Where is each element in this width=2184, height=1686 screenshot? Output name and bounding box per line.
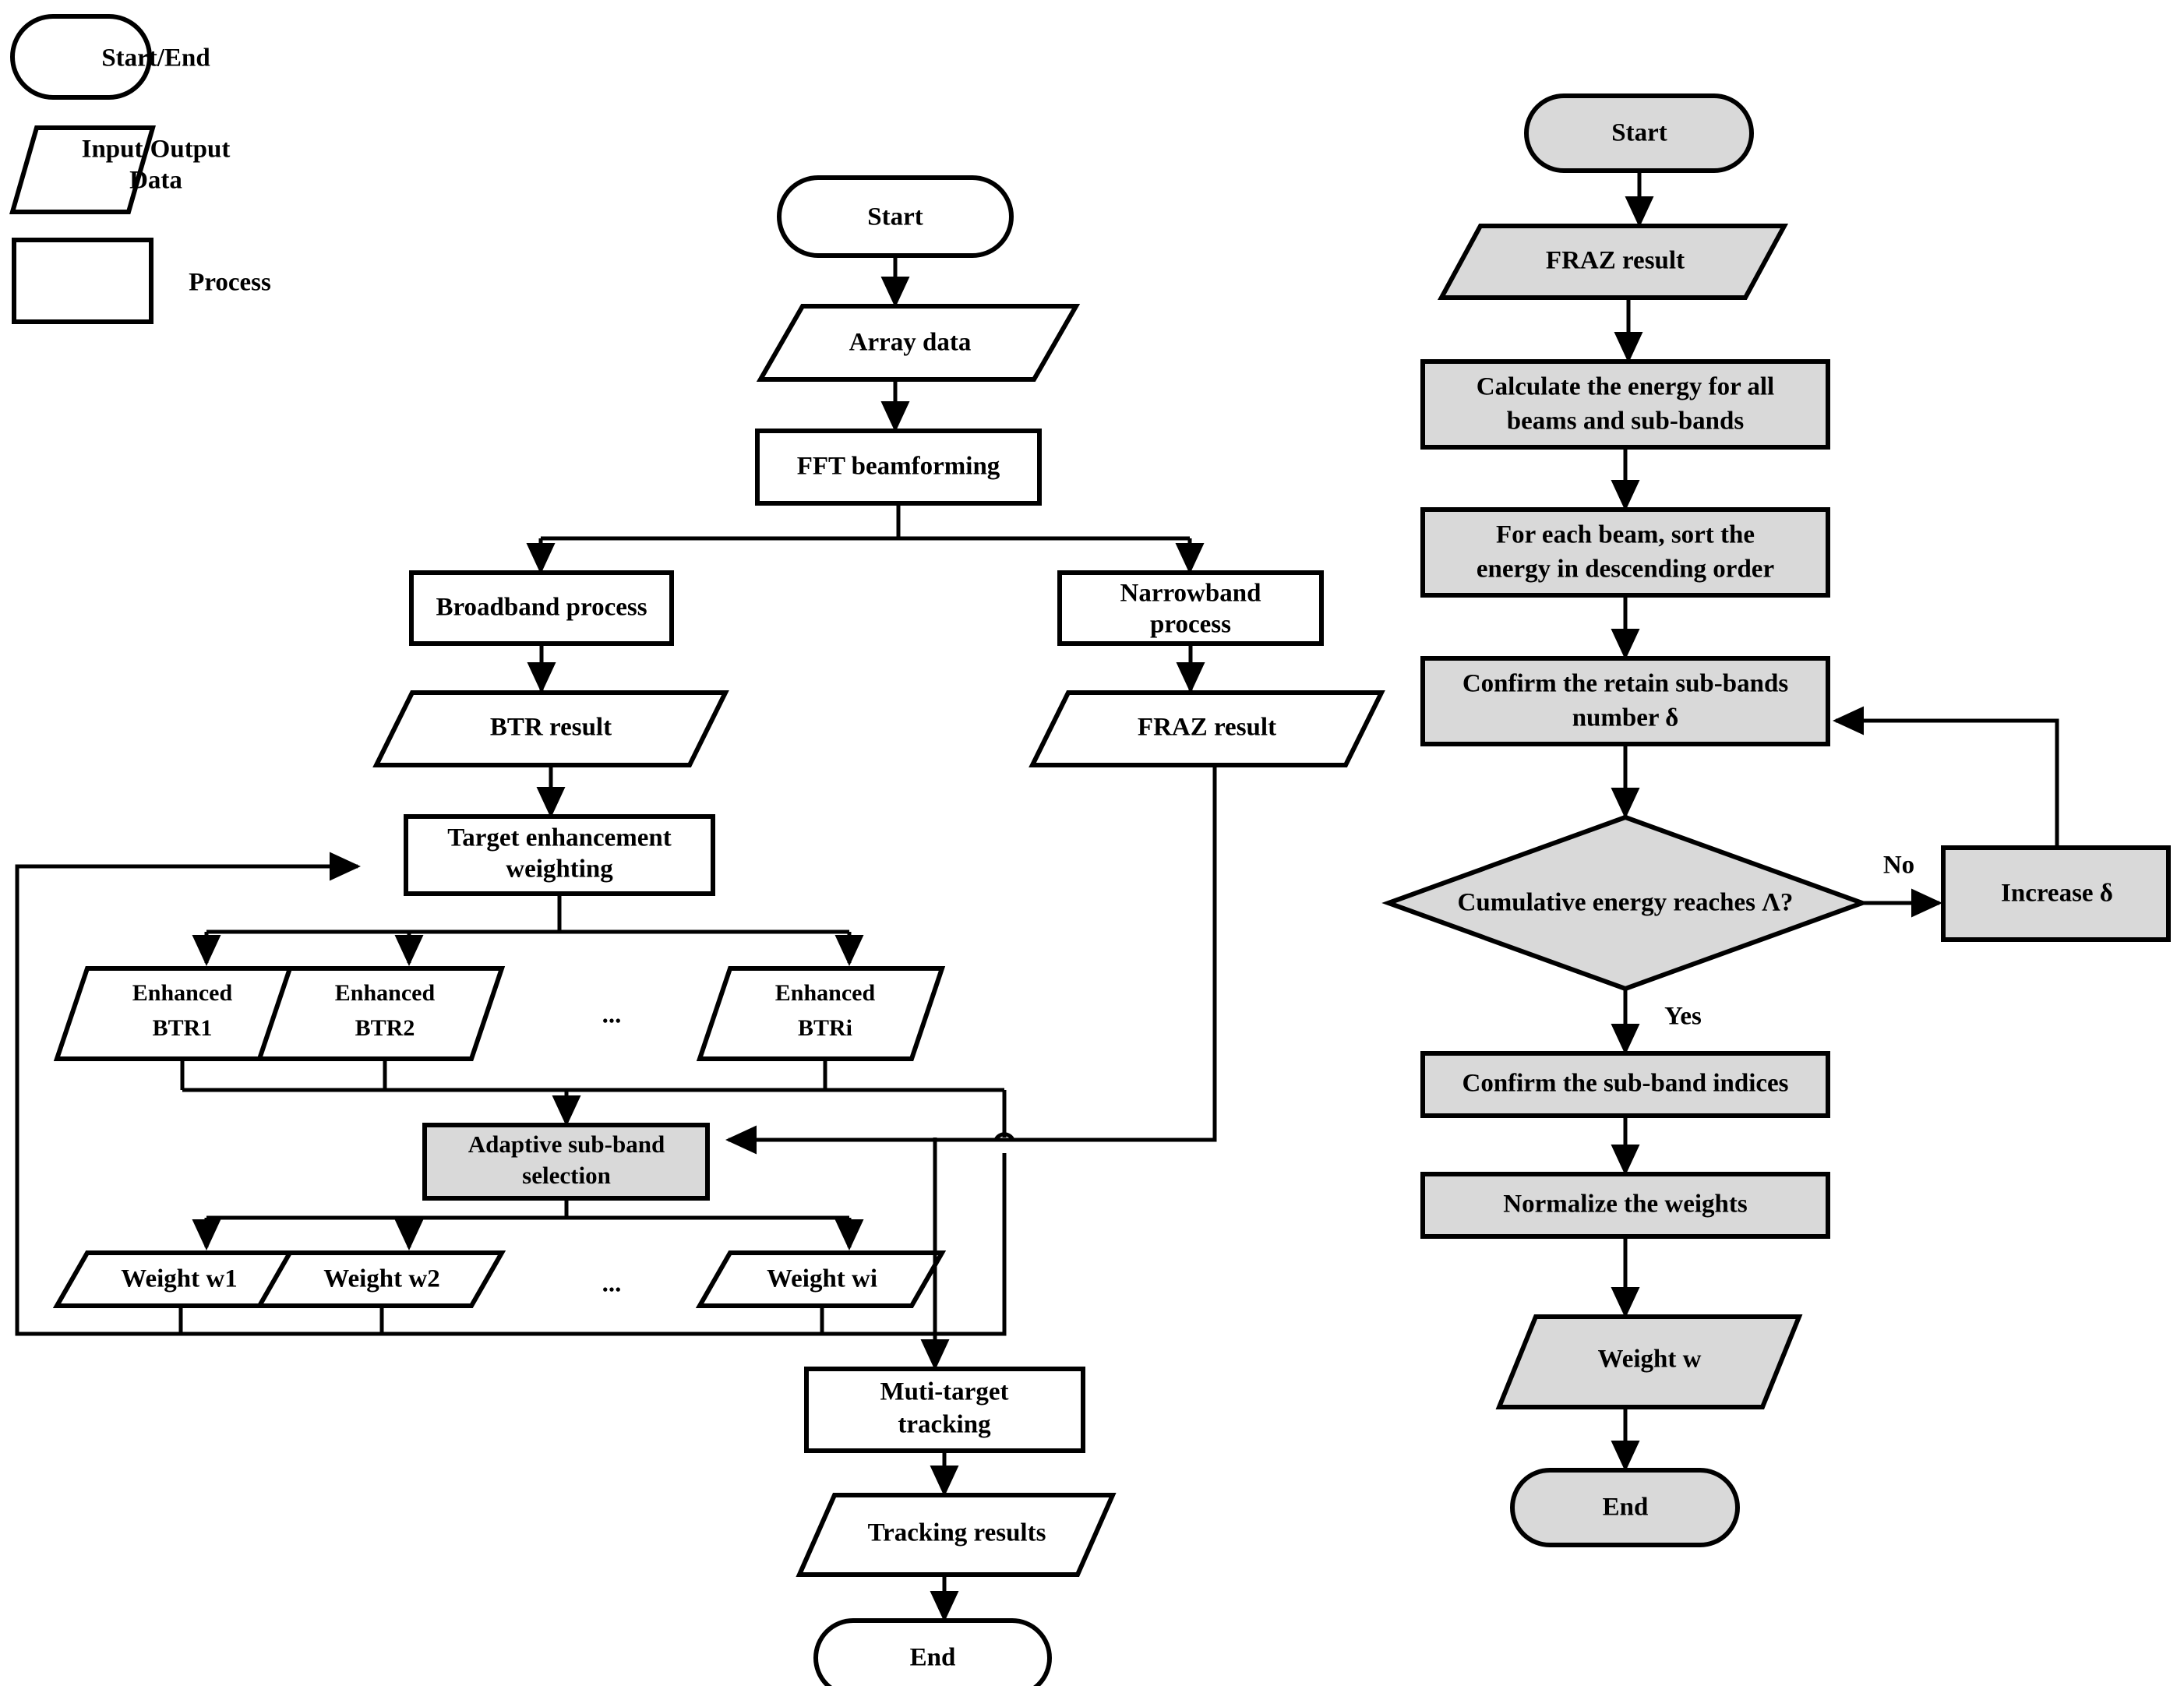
node-weight-ellipsis: ...	[602, 1270, 622, 1298]
node-r-normalize-weights-label: Normalize the weights	[1503, 1190, 1748, 1219]
node-r-fraz-result-label: FRAZ result	[1546, 247, 1685, 275]
node-r-confirm-retain-label-line1: Confirm the retain sub-bands	[1462, 670, 1789, 698]
node-end[interactable]	[813, 1618, 1052, 1686]
node-target-enhancement-label-line1: Target enhancement	[447, 824, 672, 852]
node-adaptive-label-line1: Adaptive sub-band	[468, 1130, 665, 1158]
node-r-confirm-indices-label: Confirm the sub-band indices	[1462, 1070, 1789, 1098]
legend-label-process: Process	[189, 269, 271, 297]
legend-label-io-line2: Data	[129, 167, 182, 195]
node-tracking-results[interactable]	[796, 1493, 1117, 1577]
left-flowchart: Start Array data FFT beamforming Broadba…	[15, 175, 1385, 1686]
edge-label-no: No	[1883, 852, 1914, 880]
legend-label-io-line1: Input/Output	[82, 136, 231, 164]
node-array-data[interactable]	[756, 304, 1081, 382]
node-weight-wi[interactable]	[695, 1250, 947, 1308]
node-fraz-result-label: FRAZ result	[1138, 714, 1276, 742]
node-adaptive-label-line2: selection	[522, 1162, 611, 1189]
node-broadband-process-label: Broadband process	[436, 594, 647, 622]
node-enhanced-btr2-label-line2: BTR2	[355, 1015, 415, 1041]
edge-label-yes: Yes	[1664, 1003, 1702, 1031]
node-weight-w2[interactable]	[255, 1250, 506, 1308]
legend-label-start-end: Start/End	[101, 44, 210, 72]
node-tracking-results-label: Tracking results	[868, 1519, 1046, 1547]
legend-process-shape	[12, 238, 153, 324]
node-enhanced-btri-label-line2: BTRi	[798, 1015, 852, 1041]
node-r-confirm-retain-label-line2: number δ	[1572, 704, 1679, 732]
node-broadband-process[interactable]	[409, 570, 674, 646]
node-r-sort-energy-label-line2: energy in descending order	[1477, 556, 1774, 584]
node-weight-w2-label: Weight w2	[323, 1265, 439, 1293]
node-enhanced-btri[interactable]	[696, 966, 946, 1061]
node-target-enhancement-label-line2: weighting	[506, 855, 613, 884]
edge-fft-split	[541, 503, 1190, 541]
node-weight-w1-label: Weight w1	[121, 1265, 237, 1293]
edge-weights-feedback-to-target-enh	[15, 852, 362, 1336]
node-enhanced-btr2-label-line1: Enhanced	[335, 980, 436, 1006]
node-r-calculate-energy-label-line1: Calculate the energy for all	[1477, 373, 1774, 401]
node-multi-target-tracking[interactable]	[804, 1367, 1085, 1453]
node-r-end-label: End	[1603, 1494, 1649, 1522]
node-r-calculate-energy-label-line2: beams and sub-bands	[1507, 407, 1745, 436]
node-r-weight-w[interactable]	[1495, 1314, 1803, 1409]
node-multi-target-tracking-label-line2: tracking	[898, 1411, 991, 1439]
node-enhanced-btr-ellipsis: ...	[602, 1001, 622, 1029]
node-r-confirm-retain-number[interactable]	[1420, 656, 1830, 746]
node-r-fraz-result[interactable]	[1437, 224, 1789, 300]
edge-r-loopback	[1832, 706, 2059, 848]
node-r-increase-delta-label: Increase δ	[2001, 880, 2113, 908]
legend-terminator-shape	[10, 14, 152, 100]
node-r-confirm-indices[interactable]	[1420, 1051, 1830, 1118]
node-enhanced-btr1-label-line2: BTR1	[153, 1015, 213, 1041]
node-btr-result[interactable]	[372, 690, 729, 767]
edge-fraz-to-adaptive	[725, 765, 1217, 1155]
legend: Start/End Input/Output Data Process	[9, 14, 271, 324]
right-flowchart: Start FRAZ result Calculate the energy f…	[1381, 93, 2171, 1547]
node-r-sort-energy-label-line1: For each beam, sort the	[1496, 521, 1755, 549]
node-r-calculate-energy[interactable]	[1420, 359, 1830, 450]
node-fft-beamforming-label: FFT beamforming	[797, 453, 1000, 481]
node-start-label: Start	[867, 203, 923, 231]
node-r-weight-w-label: Weight w	[1598, 1346, 1702, 1374]
node-weight-wi-label: Weight wi	[767, 1265, 877, 1293]
line-hop-marker	[993, 1132, 1015, 1141]
node-r-end[interactable]	[1510, 1468, 1740, 1547]
node-narrowband-process-label-line2: process	[1150, 611, 1231, 639]
node-enhanced-btr2[interactable]	[256, 966, 506, 1061]
node-enhanced-btri-label-line1: Enhanced	[775, 980, 876, 1006]
node-end-label: End	[910, 1644, 956, 1672]
node-multi-target-tracking-label-line1: Muti-target	[880, 1378, 1009, 1406]
node-btr-result-label: BTR result	[490, 714, 612, 742]
node-r-start-label: Start	[1611, 119, 1667, 147]
edge-btr-bus-right-down-2	[181, 1153, 1007, 1336]
edge-weights-merge-bus	[178, 1306, 824, 1334]
node-fraz-result[interactable]	[1028, 690, 1385, 767]
edge-target-enh-fanout	[206, 894, 849, 934]
node-array-data-label: Array data	[849, 329, 972, 357]
node-r-decision-label: Cumulative energy reaches Λ?	[1458, 889, 1794, 917]
node-narrowband-process-label-line1: Narrowband	[1120, 580, 1261, 608]
legend-io-shape	[9, 125, 156, 214]
node-r-increase-delta[interactable]	[1941, 845, 2171, 942]
node-enhanced-btr1-label-line1: Enhanced	[132, 980, 233, 1006]
edge-adaptive-fanout	[206, 1198, 849, 1220]
node-r-normalize-weights[interactable]	[1420, 1172, 1830, 1239]
node-narrowband-process[interactable]	[1057, 570, 1324, 646]
edge-ebtrs-merge	[180, 1059, 1004, 1092]
